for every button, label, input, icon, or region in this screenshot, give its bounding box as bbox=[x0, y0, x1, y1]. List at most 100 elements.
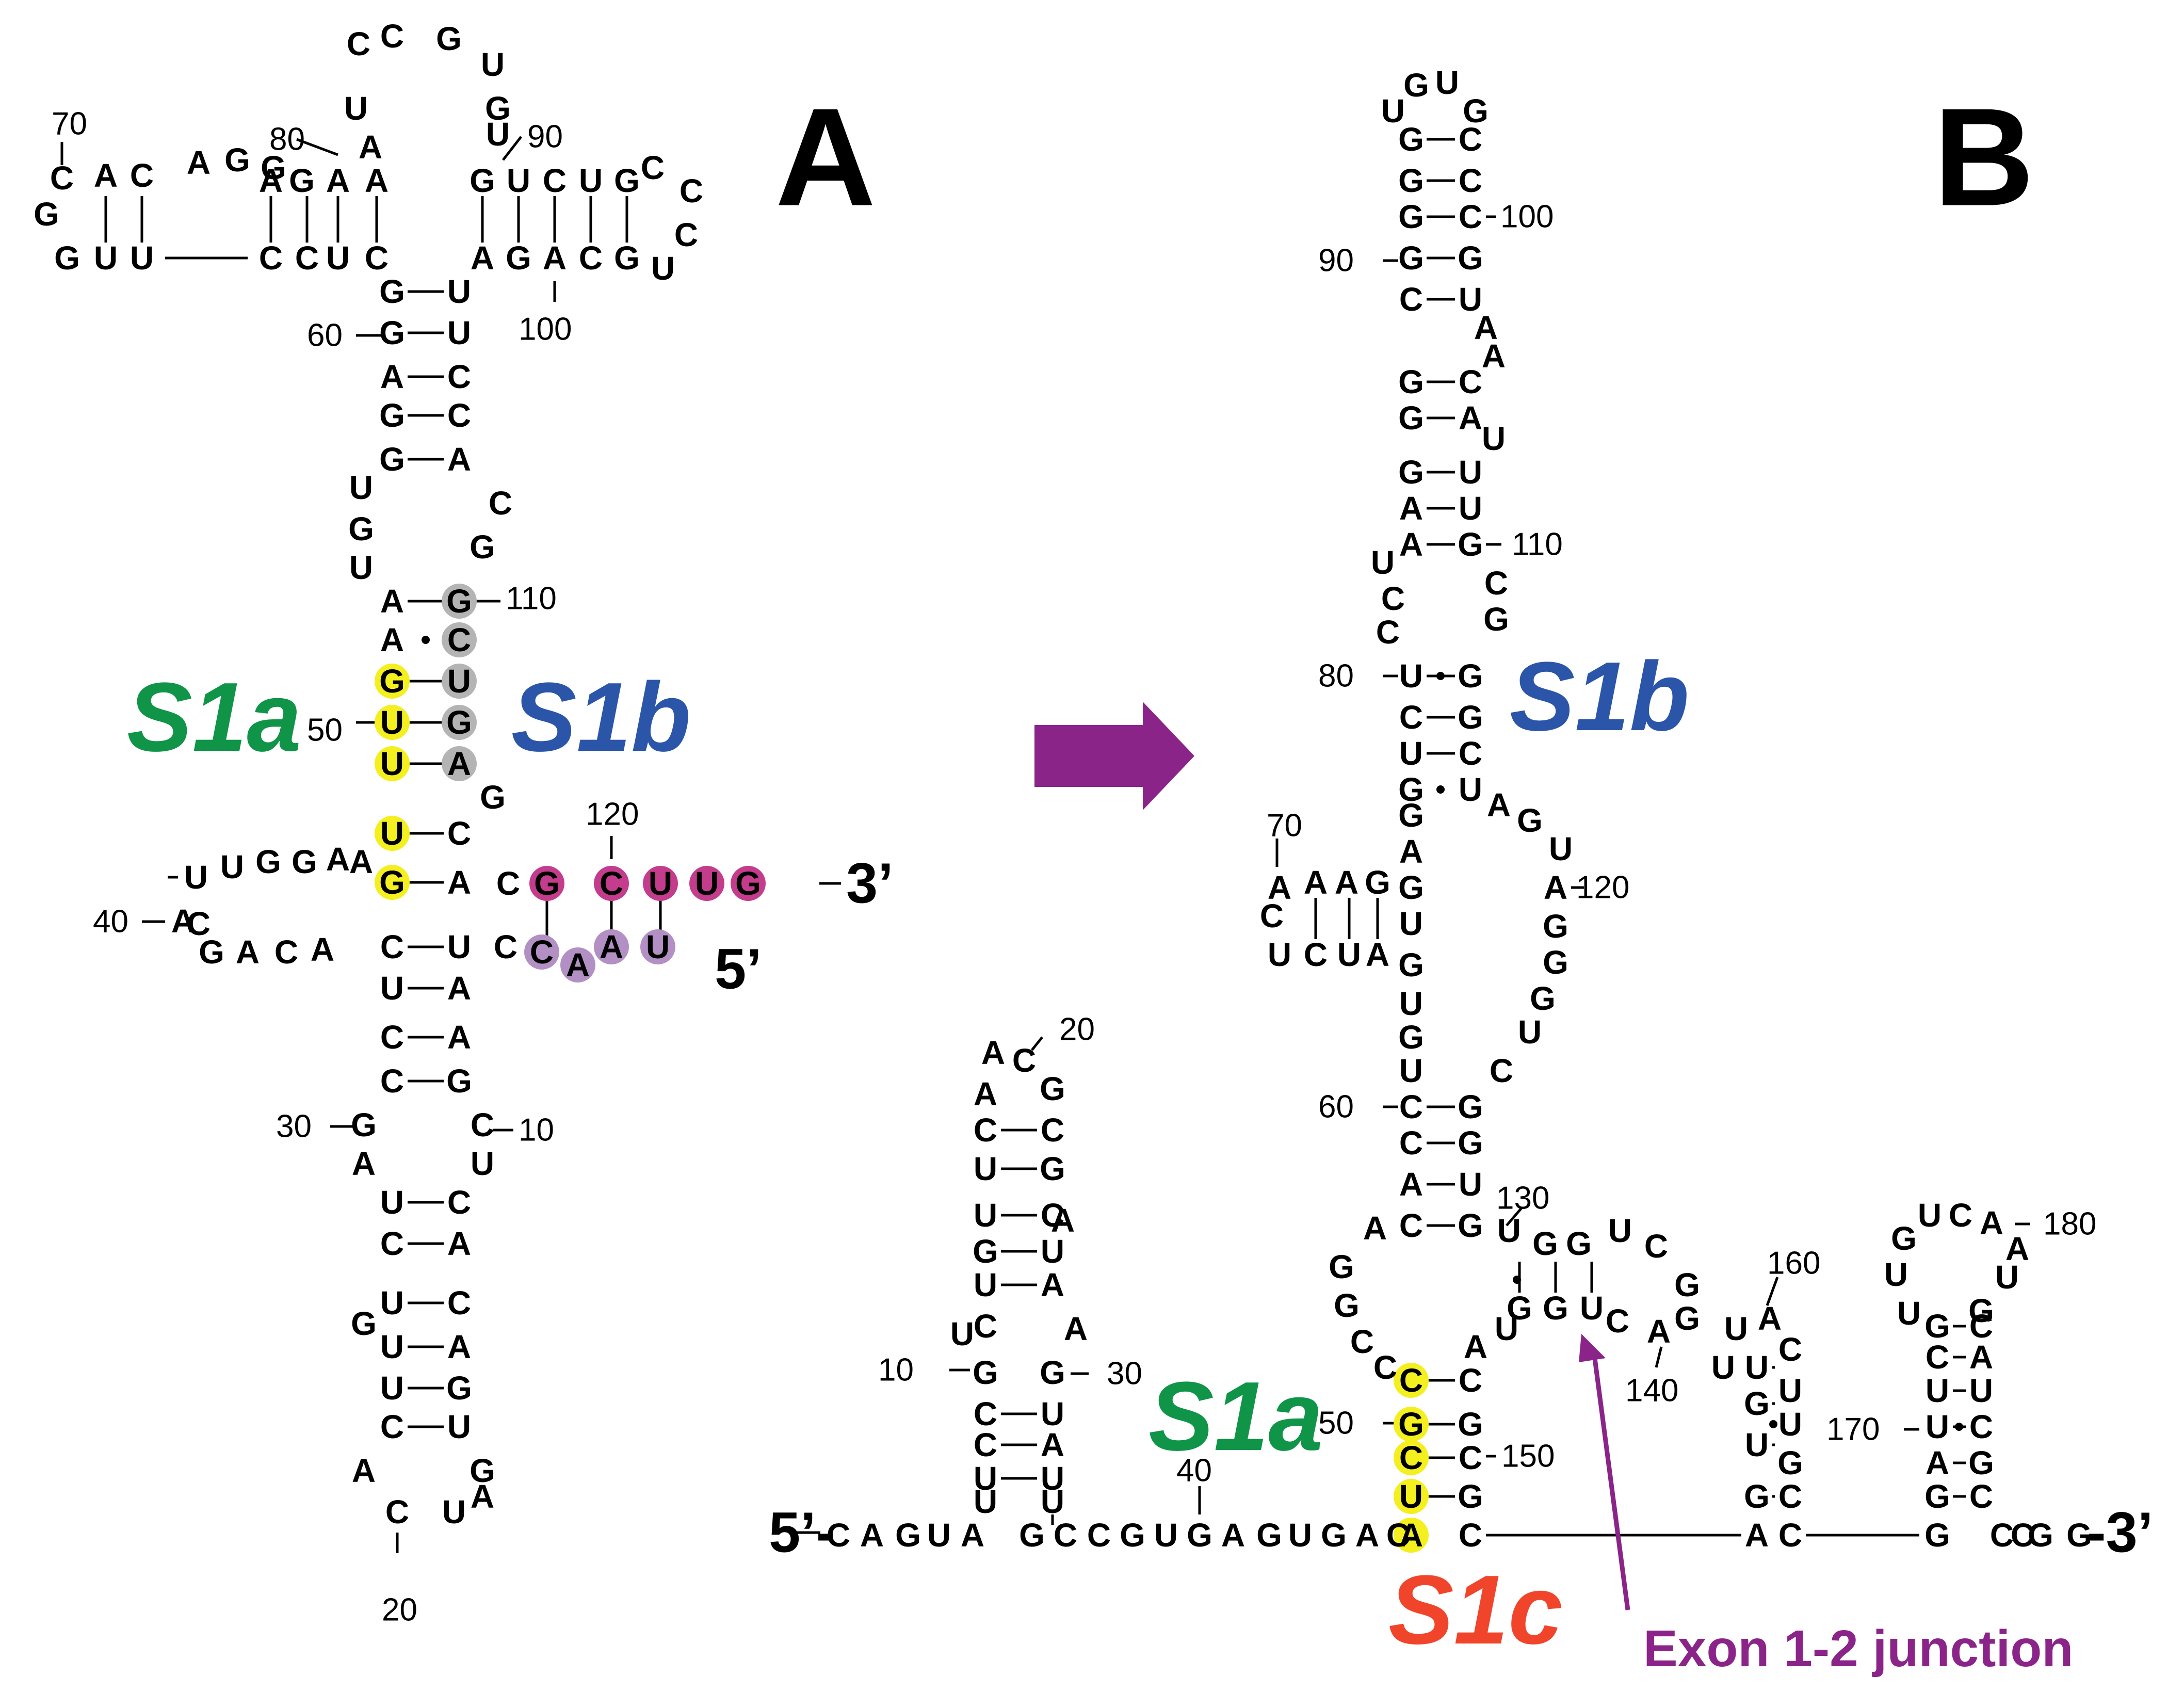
nt-b: U bbox=[1918, 1197, 1942, 1234]
highlight-highlight_magenta bbox=[689, 866, 724, 901]
nt-b: U bbox=[1399, 985, 1423, 1022]
nt-a: C bbox=[496, 865, 520, 902]
highlight-highlight_magenta bbox=[594, 866, 629, 901]
nt-b: A bbox=[1758, 1300, 1782, 1337]
nt-a: U bbox=[579, 162, 603, 199]
nt-b: U bbox=[974, 1266, 997, 1303]
nt-b: C bbox=[1399, 1207, 1423, 1244]
nt-a: A bbox=[447, 864, 471, 901]
nt-b: C bbox=[1381, 580, 1405, 617]
nt-b: G bbox=[1968, 1444, 1994, 1481]
num-b-180: 180 bbox=[2043, 1206, 2096, 1242]
highlight-highlight_yellow bbox=[1394, 1407, 1429, 1442]
nt-b: U bbox=[1518, 1013, 1542, 1051]
nt-a: A bbox=[380, 583, 404, 620]
nt-b: A bbox=[1745, 1517, 1769, 1554]
nt-b: G bbox=[1458, 1124, 1483, 1162]
nt-b: A bbox=[2005, 1230, 2029, 1267]
nt-b: G bbox=[1398, 363, 1424, 400]
nt-b: U bbox=[1041, 1233, 1064, 1270]
panel-a-position-numbers: 70 80 90 100 60 110 50 120 40 30 10 20 bbox=[52, 106, 639, 1628]
nt-b: C bbox=[1304, 936, 1328, 973]
nt-b: U bbox=[974, 1460, 997, 1497]
nt-b: G bbox=[1398, 239, 1424, 277]
nt-a: G bbox=[292, 843, 317, 880]
nt-a: U bbox=[447, 928, 471, 965]
nt-a: A bbox=[236, 933, 260, 971]
nt-b: A bbox=[1355, 1517, 1379, 1554]
num-a-80: 80 bbox=[269, 122, 305, 157]
nt-b: C bbox=[1778, 1517, 1802, 1554]
nt-b: A bbox=[1366, 936, 1389, 973]
nt-a: U bbox=[326, 239, 350, 277]
num-b-20: 20 bbox=[1059, 1012, 1095, 1048]
wobble-dot bbox=[1769, 1420, 1777, 1428]
nt-b: G bbox=[1674, 1266, 1700, 1303]
tick bbox=[1766, 1277, 1779, 1306]
num-a-70: 70 bbox=[52, 106, 87, 142]
nt-a: U bbox=[380, 815, 404, 852]
num-b-40: 40 bbox=[1176, 1453, 1212, 1489]
nt-b: C bbox=[1949, 1197, 1972, 1234]
nt-b: G bbox=[1365, 864, 1390, 901]
nt-a: G bbox=[54, 239, 80, 277]
nt-b: C bbox=[974, 1308, 997, 1345]
nt-a: C bbox=[494, 928, 517, 965]
nt-a: U bbox=[481, 46, 505, 83]
nt-b: G bbox=[1398, 797, 1424, 834]
nt-b: U bbox=[1608, 1212, 1632, 1249]
panel-a-three-prime: 3’ bbox=[846, 852, 894, 915]
nt-b: U bbox=[1482, 420, 1506, 457]
nt-a: C bbox=[380, 1062, 404, 1100]
nt-b: A bbox=[1399, 490, 1423, 527]
nt-b: U bbox=[1041, 1460, 1064, 1497]
nt-b: C bbox=[1778, 1331, 1802, 1368]
nt-b: C bbox=[1041, 1111, 1064, 1149]
panel-b-position-numbers: 100 90 110 80 70 120 20 60 130 160 180 1… bbox=[878, 199, 2096, 1489]
nt-b: A bbox=[1221, 1517, 1245, 1554]
nt-a: A bbox=[94, 157, 118, 194]
nt-b: C bbox=[1373, 1349, 1397, 1386]
nt-b: U bbox=[974, 1197, 997, 1234]
nt-b: G bbox=[1329, 1248, 1354, 1285]
nt-a: C bbox=[380, 1408, 404, 1445]
nt-a: G bbox=[261, 149, 286, 186]
nt-b: U bbox=[1041, 1395, 1064, 1432]
nt-a: U bbox=[447, 663, 471, 700]
nt-b: G bbox=[1398, 454, 1424, 491]
nt-b: C bbox=[974, 1426, 997, 1463]
nt-a: A bbox=[543, 239, 567, 277]
highlight-highlight_gray bbox=[442, 746, 477, 781]
nt-b: A bbox=[1647, 1313, 1671, 1350]
nt-a: C bbox=[274, 933, 298, 971]
nt-a: C bbox=[641, 149, 665, 186]
nt-b: A bbox=[1051, 1202, 1075, 1239]
nt-a: C bbox=[579, 239, 603, 277]
nt-b: G bbox=[1458, 1088, 1483, 1125]
nt-a: A bbox=[447, 745, 471, 782]
nt-b: U bbox=[1337, 936, 1361, 973]
num-b-110: 110 bbox=[1512, 527, 1563, 562]
nt-b: G bbox=[1040, 1150, 1065, 1187]
nt-a: G bbox=[506, 239, 531, 277]
nt-b: G bbox=[1458, 1406, 1483, 1443]
nt-a: U bbox=[447, 314, 471, 351]
nt-b: C bbox=[1376, 614, 1400, 651]
nt-a: G bbox=[534, 865, 560, 902]
nt-a: C bbox=[447, 1184, 471, 1221]
nt-a: C bbox=[600, 865, 623, 902]
nt-b: U bbox=[1435, 64, 1459, 101]
num-b-160: 160 bbox=[1767, 1246, 1820, 1281]
nt-b: G bbox=[973, 1233, 998, 1270]
nt-b: U bbox=[1399, 657, 1423, 695]
highlight-highlight_yellow bbox=[375, 816, 410, 851]
num-b-90: 90 bbox=[1318, 243, 1354, 279]
nt-b: U bbox=[1724, 1310, 1748, 1347]
nt-b: G bbox=[1398, 121, 1424, 158]
nt-b: C bbox=[1459, 735, 1482, 772]
nt-a: G bbox=[351, 1106, 377, 1143]
nt-a: C bbox=[50, 159, 74, 197]
nt-a: G bbox=[485, 90, 511, 127]
nt-a: C bbox=[259, 239, 283, 277]
